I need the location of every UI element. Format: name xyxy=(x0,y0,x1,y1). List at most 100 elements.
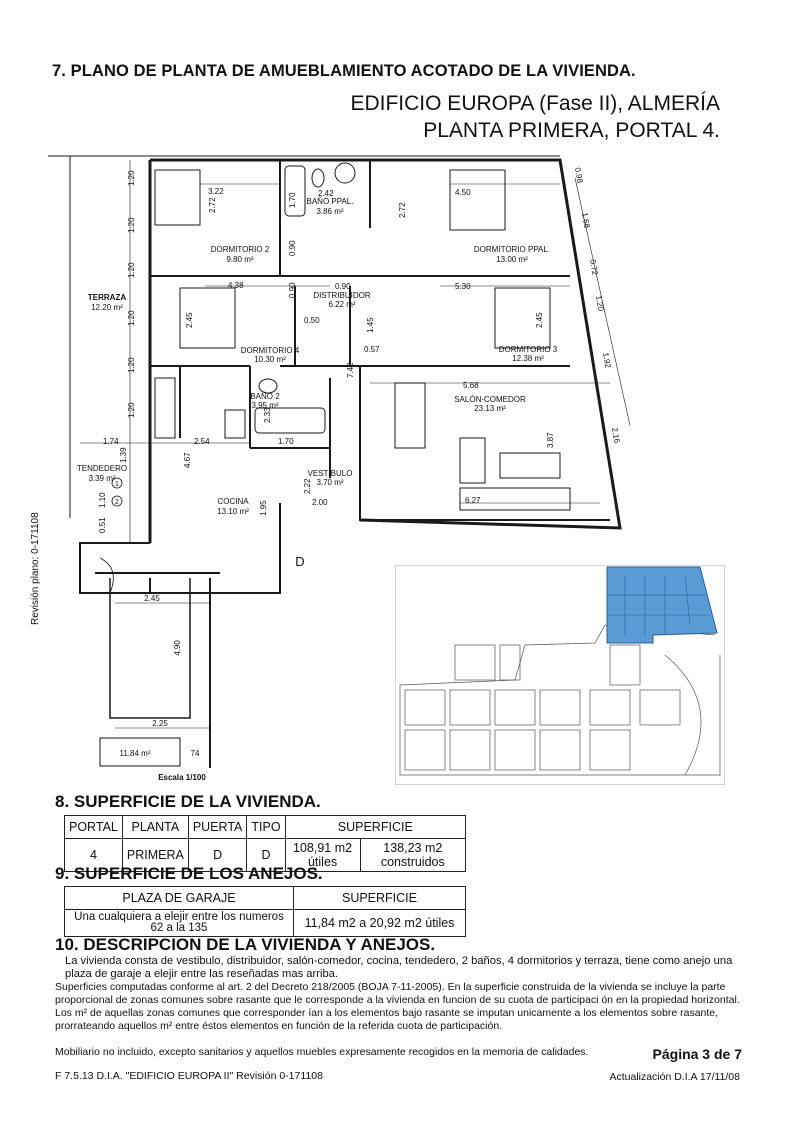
cell-plaza: Una cualquiera a elejir entre los numero… xyxy=(64,909,294,937)
th-planta: PLANTA xyxy=(121,815,189,839)
room-vestibulo: VESTIBULO xyxy=(308,469,353,478)
room-terraza-area: 12.20 m² xyxy=(91,303,123,312)
dim-left-1-20d: 1.20 xyxy=(127,310,136,326)
floor-plan: 3.22 2.42 4.50 2.72 1.70 2.72 0.90 4.38 … xyxy=(48,155,630,782)
surface-table: PORTAL PLANTA PUERTA TIPO SUPERFICIE 4 P… xyxy=(64,815,467,872)
dim-2-72b: 2.72 xyxy=(398,202,407,218)
garage-height: 4.90 xyxy=(173,640,182,656)
building-name: EDIFICIO EUROPA (Fase II), ALMERÍA xyxy=(350,92,720,115)
room-bano-ppal-area: 3.86 m² xyxy=(316,207,343,216)
floor-portal: PLANTA PRIMERA, PORTAL 4. xyxy=(423,119,720,142)
callout-1: 1 xyxy=(115,481,119,488)
dim-2-54: 2.54 xyxy=(194,437,210,446)
dim-1-70a: 1.70 xyxy=(288,192,297,208)
garage-area: 11.84 m² xyxy=(120,749,151,758)
cell-utiles: 108,91 m2 útiles xyxy=(284,838,361,872)
dim-2-00: 2.00 xyxy=(312,498,328,507)
dim-2-72a: 2.72 xyxy=(208,197,217,213)
section8-title: 8. SUPERFICIE DE LA VIVIENDA. xyxy=(55,792,321,811)
door-label: D xyxy=(295,554,304,569)
dim-3-22: 3.22 xyxy=(208,187,224,196)
th-superficie: SUPERFICIE xyxy=(284,815,467,839)
room-dormitorio-ppal-area: 13.00 m² xyxy=(496,255,528,264)
cell-planta: PRIMERA xyxy=(121,838,189,872)
dim-5-30: 5.30 xyxy=(455,282,471,291)
room-dormitorio-3: DORMITORIO 3 xyxy=(499,345,558,354)
cell-tipo: D xyxy=(246,838,286,872)
room-cocina-area: 13.10 m² xyxy=(217,507,249,516)
room-bano-2: BAÑO 2 xyxy=(250,392,280,401)
room-distribuidor-area: 6.22 m² xyxy=(328,300,355,309)
page-number: Página 3 de 7 xyxy=(652,1046,742,1062)
dim-right-1-92: 1.92 xyxy=(601,352,613,369)
cell-superficie-anejo: 11,84 m2 a 20,92 m2 útiles xyxy=(293,909,466,937)
callout-2: 2 xyxy=(115,499,119,506)
dim-0-50: 0.50 xyxy=(304,316,320,325)
dim-left-1-20f: 1.20 xyxy=(127,402,136,418)
cell-construidos: 138,23 m2 construidos xyxy=(359,838,467,872)
room-bano-2-area: 3.95 m² xyxy=(251,401,278,410)
dim-2-45b: 2.45 xyxy=(535,312,544,328)
room-tendedero-area: 3.39 m² xyxy=(88,474,115,483)
surface-notes: Superficies computadas conforme al art. … xyxy=(55,981,740,1032)
dim-left-1-20e: 1.20 xyxy=(127,357,136,373)
dim-right-1-68: 1.68 xyxy=(580,212,592,229)
dim-4-50: 4.50 xyxy=(455,188,471,197)
dim-2-22: 2.22 xyxy=(303,478,312,494)
dim-2-45a: 2.45 xyxy=(185,312,194,328)
dim-0-90a: 0.90 xyxy=(288,240,297,256)
annex-table: PLAZA DE GARAJE SUPERFICIE Una cualquier… xyxy=(64,886,466,937)
dim-1-95: 1.95 xyxy=(259,500,268,516)
th-superficie-anejo: SUPERFICIE xyxy=(293,886,466,910)
dim-0-51: 0.51 xyxy=(98,517,107,533)
th-tipo: TIPO xyxy=(246,815,286,839)
dim-1-39: 1.39 xyxy=(119,447,128,463)
furniture-note: Mobiliario no incluido, excepto sanitari… xyxy=(55,1046,589,1058)
room-dormitorio-4-area: 10.30 m² xyxy=(254,355,286,364)
dim-left-1-20a: 1.20 xyxy=(127,170,136,186)
th-portal: PORTAL xyxy=(64,815,123,839)
document-reference: F 7.5.13 D.I.A. "EDIFICIO EUROPA II" Rev… xyxy=(55,1070,323,1082)
dim-right-0-98: 0.98 xyxy=(573,167,585,184)
room-dormitorio-3-area: 12.38 m² xyxy=(512,354,544,363)
room-terraza: TERRAZA xyxy=(88,293,126,302)
room-vestibulo-area: 3.70 m² xyxy=(316,478,343,487)
cell-puerta: D xyxy=(187,838,248,872)
garage-width-bottom: 2.25 xyxy=(152,719,168,728)
update-date: Actualización D.I.A 17/11/08 xyxy=(609,1071,740,1083)
dim-4-67: 4.67 xyxy=(183,452,192,468)
dim-1-45: 1.45 xyxy=(366,317,375,333)
dim-2-42: 2.42 xyxy=(318,189,334,198)
dim-5-68: 5.68 xyxy=(463,381,479,390)
dim-4-38: 4.38 xyxy=(228,281,244,290)
dim-1-74: 1.74 xyxy=(103,437,119,446)
room-bano-ppal: BAÑO PPAL. xyxy=(307,197,354,206)
room-salon-comedor-area: 23.13 m² xyxy=(474,404,506,413)
dim-6-27: 6.27 xyxy=(465,496,481,505)
section10-title: 10. DESCRIPCION DE LA VIVIENDA Y ANEJOS. xyxy=(55,935,436,954)
dim-0-90c: 0.90 xyxy=(335,282,351,291)
dim-left-1-20b: 1.20 xyxy=(127,217,136,233)
th-plaza: PLAZA DE GARAJE xyxy=(64,886,294,910)
garage-width-top: 2.45 xyxy=(144,594,160,603)
room-dormitorio-2: DORMITORIO 2 xyxy=(211,245,270,254)
section7-title: 7. PLANO DE PLANTA DE AMUEBLAMIENTO ACOT… xyxy=(52,62,636,80)
garage-number: 74 xyxy=(191,749,200,758)
dim-0-90b: 0.90 xyxy=(288,282,297,298)
building-location-minimap xyxy=(395,565,725,785)
dim-right-1-20: 1.20 xyxy=(594,295,606,312)
dim-3-87: 3.87 xyxy=(546,432,555,448)
scale-label: Escala 1/100 xyxy=(158,773,206,782)
room-cocina: COCINA xyxy=(217,497,249,506)
room-dormitorio-4: DORMITORIO 4 xyxy=(241,346,300,355)
dim-1-10: 1.10 xyxy=(98,492,107,508)
section9-title: 9. SUPERFICIE DE LOS ANEJOS. xyxy=(55,864,323,883)
dwelling-description: La vivienda consta de vestibulo, distrib… xyxy=(65,955,733,980)
dim-right-2-16: 2.16 xyxy=(610,427,622,444)
room-dormitorio-2-area: 9.80 m² xyxy=(226,255,253,264)
room-salon-comedor: SALÓN-COMEDOR xyxy=(454,395,526,404)
room-tendedero: TENDEDERO xyxy=(77,464,127,473)
dim-7-42: 7.42 xyxy=(346,362,355,378)
dim-2-33: 2.33 xyxy=(263,407,272,423)
th-puerta: PUERTA xyxy=(187,815,248,839)
